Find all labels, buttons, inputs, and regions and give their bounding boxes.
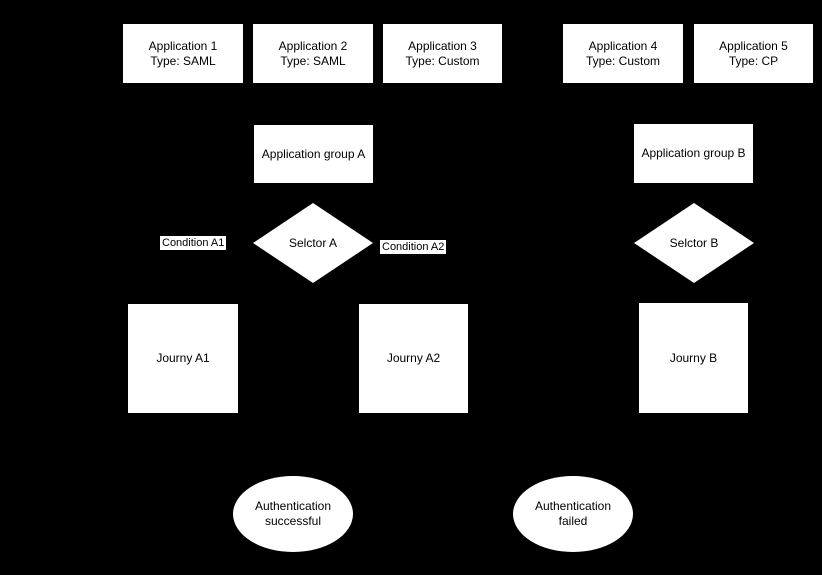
edge-label-condition-a2: Condition A2: [380, 240, 447, 254]
edge-label-condition-a1: Condition A1: [160, 236, 227, 250]
node-authentication-failed: Authentication failed: [513, 476, 633, 552]
node-selector-a: Selctor A: [253, 203, 373, 283]
journey-label: Journy A2: [386, 351, 441, 365]
outcome-line-2: successful: [264, 514, 322, 528]
application-type: Type: SAML: [150, 53, 216, 68]
application-title: Application 2: [278, 38, 348, 53]
outcome-line-2: failed: [558, 514, 588, 528]
application-type: Type: SAML: [280, 53, 346, 68]
node-application-group-b: Application group B: [634, 124, 753, 183]
group-label: Application group A: [261, 146, 366, 161]
node-journey-b: Journy B: [639, 303, 748, 413]
node-application-4: Application 4 Type: Custom: [563, 24, 683, 83]
application-type: Type: Custom: [405, 53, 480, 68]
journey-label: Journy B: [669, 350, 718, 365]
node-application-3: Application 3 Type: Custom: [383, 24, 502, 83]
application-type: Type: CP: [728, 53, 779, 68]
group-label: Application group B: [641, 146, 746, 160]
journey-label: Journy A1: [156, 351, 210, 365]
selector-label: Selctor A: [288, 235, 338, 250]
application-title: Application 1: [148, 38, 218, 53]
application-type: Type: Custom: [585, 53, 661, 68]
node-selector-b: Selctor B: [634, 203, 754, 283]
application-title: Application 3: [408, 38, 477, 53]
node-journey-a2: Journy A2: [359, 304, 468, 413]
node-application-1: Application 1 Type: SAML: [123, 24, 243, 83]
node-journey-a1: Journy A1: [128, 304, 238, 413]
selector-label: Selctor B: [669, 235, 719, 250]
node-application-5: Application 5 Type: CP: [694, 24, 813, 83]
application-title: Application 5: [719, 38, 788, 53]
outcome-line-1: Authentication: [254, 499, 332, 513]
node-authentication-successful: Authentication successful: [233, 476, 353, 552]
outcome-line-1: Authentication: [534, 499, 612, 513]
node-application-group-a: Application group A: [254, 125, 373, 183]
application-title: Application 4: [588, 38, 658, 53]
node-application-2: Application 2 Type: SAML: [253, 24, 373, 83]
